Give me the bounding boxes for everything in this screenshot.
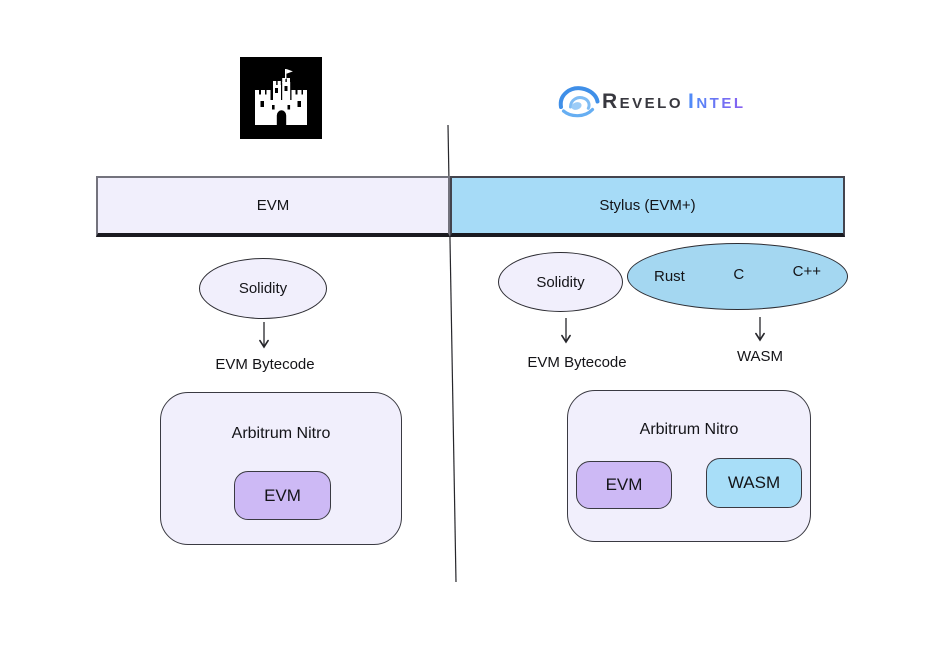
evm-bytecode-label-right: EVM Bytecode: [527, 354, 627, 371]
solidity-label-left: Solidity: [238, 280, 288, 297]
evm-vm-label-right: EVM: [605, 475, 643, 494]
arbitrum-nitro-box-left: Arbitrum Nitro EVM: [160, 392, 402, 545]
wasm-vm-box-right: WASM: [706, 458, 802, 508]
evm-header-label: EVM: [256, 197, 290, 214]
stylus-header-bar: Stylus (EVM+): [450, 176, 845, 237]
revelo-wordmark-primary: Revelo: [602, 89, 684, 113]
castle-logo: [240, 57, 322, 139]
evm-vm-box-left: EVM: [234, 471, 331, 520]
evm-bytecode-label-left: EVM Bytecode: [215, 356, 315, 373]
revelo-wordmark-secondary: Intel: [688, 89, 746, 113]
wasm-languages-ellipse: Rust C C++: [627, 243, 848, 310]
evm-vm-box-right: EVM: [576, 461, 672, 509]
evm-vm-label-left: EVM: [264, 485, 301, 505]
arbitrum-nitro-title-right: Arbitrum Nitro: [639, 421, 739, 438]
wasm-vm-label-right: WASM: [727, 473, 781, 492]
wasm-label: WASM: [736, 348, 784, 365]
cpp-label: C++: [792, 263, 821, 280]
solidity-ellipse-right: Solidity: [498, 252, 623, 312]
evm-header-bar: EVM: [96, 176, 450, 237]
castle-icon: [255, 69, 307, 125]
stylus-header-label: Stylus (EVM+): [599, 197, 696, 214]
solidity-ellipse-left: Solidity: [199, 258, 327, 319]
revelo-swirl-icon: [558, 86, 600, 118]
solidity-label-right: Solidity: [536, 273, 585, 291]
arbitrum-nitro-title-left: Arbitrum Nitro: [231, 425, 331, 442]
c-label: C: [733, 266, 745, 283]
rust-label: Rust: [654, 268, 685, 285]
arbitrum-nitro-box-right: Arbitrum Nitro EVM WASM: [567, 390, 811, 542]
